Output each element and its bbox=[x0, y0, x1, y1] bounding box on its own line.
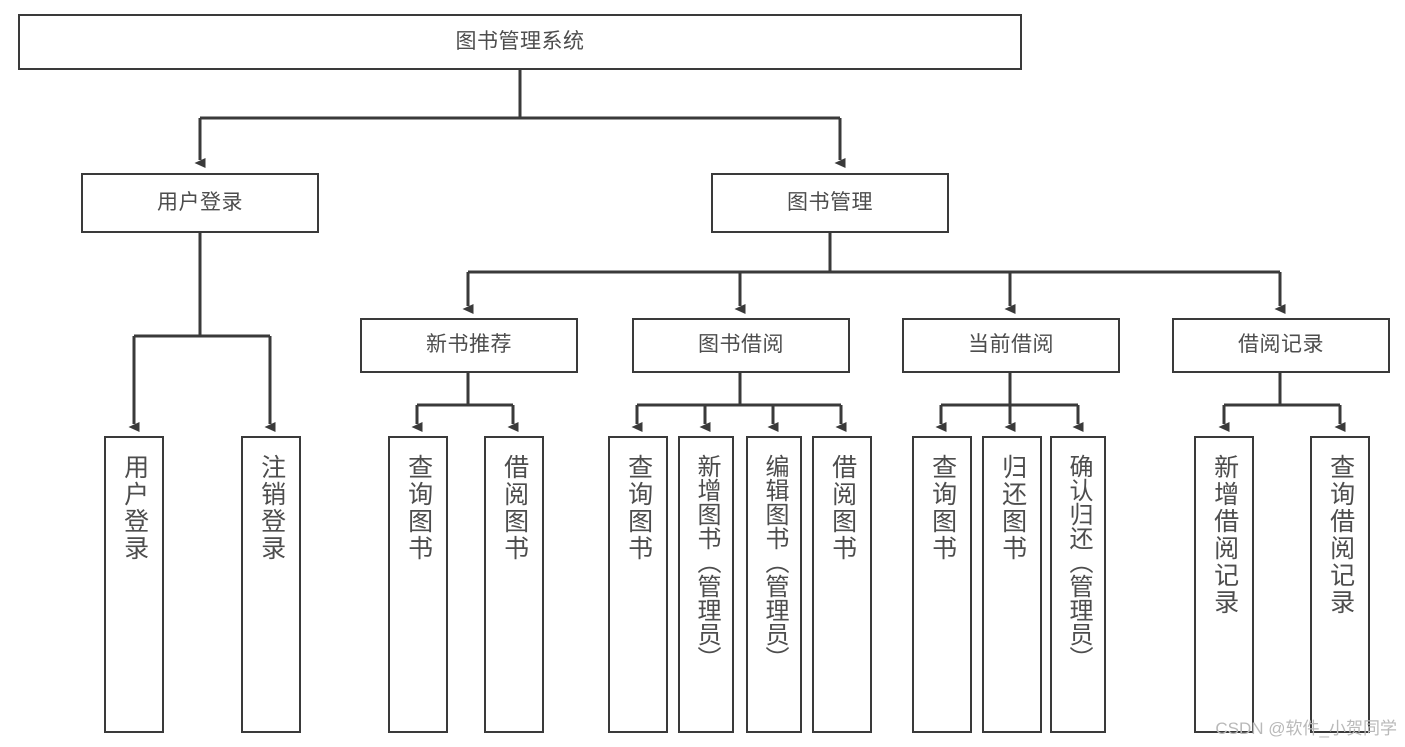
node-label: 注销登录 bbox=[257, 454, 286, 562]
node-label: 图书管理系统 bbox=[455, 29, 585, 53]
leaf-query-book-borrow[interactable]: 查询图书 bbox=[608, 436, 668, 733]
node-book-management[interactable]: 图书管理 bbox=[711, 173, 949, 233]
node-label: 新增借阅记录 bbox=[1210, 454, 1239, 616]
watermark: CSDN @软件_小贺同学 bbox=[1215, 719, 1397, 738]
node-borrow-record[interactable]: 借阅记录 bbox=[1172, 318, 1390, 373]
leaf-confirm-return-admin[interactable]: 确认归还（管理员） bbox=[1050, 436, 1106, 733]
leaf-user-login[interactable]: 用户登录 bbox=[104, 436, 164, 733]
leaf-query-book-current[interactable]: 查询图书 bbox=[912, 436, 972, 733]
node-label: 归还图书 bbox=[998, 454, 1027, 562]
node-new-book-recommend[interactable]: 新书推荐 bbox=[360, 318, 578, 373]
node-label: 图书借阅 bbox=[698, 333, 784, 357]
node-current-borrow[interactable]: 当前借阅 bbox=[902, 318, 1120, 373]
node-label: 查询图书 bbox=[624, 454, 653, 562]
node-label: 新增图书（管理员） bbox=[693, 454, 720, 670]
node-label: 借阅图书 bbox=[828, 454, 857, 562]
node-label: 查询图书 bbox=[928, 454, 957, 562]
node-root[interactable]: 图书管理系统 bbox=[18, 14, 1022, 70]
node-label: 图书管理 bbox=[787, 190, 873, 214]
node-label: 借阅记录 bbox=[1238, 333, 1324, 357]
node-label: 新书推荐 bbox=[426, 333, 512, 357]
leaf-borrow-book-recommend[interactable]: 借阅图书 bbox=[484, 436, 544, 733]
node-book-borrow[interactable]: 图书借阅 bbox=[632, 318, 850, 373]
leaf-borrow-book[interactable]: 借阅图书 bbox=[812, 436, 872, 733]
node-label: 用户登录 bbox=[157, 190, 243, 214]
node-label: 查询借阅记录 bbox=[1326, 454, 1355, 616]
node-label: 确认归还（管理员） bbox=[1065, 454, 1092, 670]
node-label: 用户登录 bbox=[120, 454, 149, 562]
node-label: 当前借阅 bbox=[968, 333, 1054, 357]
leaf-add-book-admin[interactable]: 新增图书（管理员） bbox=[678, 436, 734, 733]
node-label: 借阅图书 bbox=[500, 454, 529, 562]
node-user-login[interactable]: 用户登录 bbox=[81, 173, 319, 233]
leaf-logout[interactable]: 注销登录 bbox=[241, 436, 301, 733]
leaf-return-book[interactable]: 归还图书 bbox=[982, 436, 1042, 733]
node-label: 编辑图书（管理员） bbox=[761, 454, 788, 670]
leaf-add-borrow-record[interactable]: 新增借阅记录 bbox=[1194, 436, 1254, 733]
node-label: 查询图书 bbox=[404, 454, 433, 562]
leaf-edit-book-admin[interactable]: 编辑图书（管理员） bbox=[746, 436, 802, 733]
leaf-query-borrow-record[interactable]: 查询借阅记录 bbox=[1310, 436, 1370, 733]
leaf-query-book-recommend[interactable]: 查询图书 bbox=[388, 436, 448, 733]
